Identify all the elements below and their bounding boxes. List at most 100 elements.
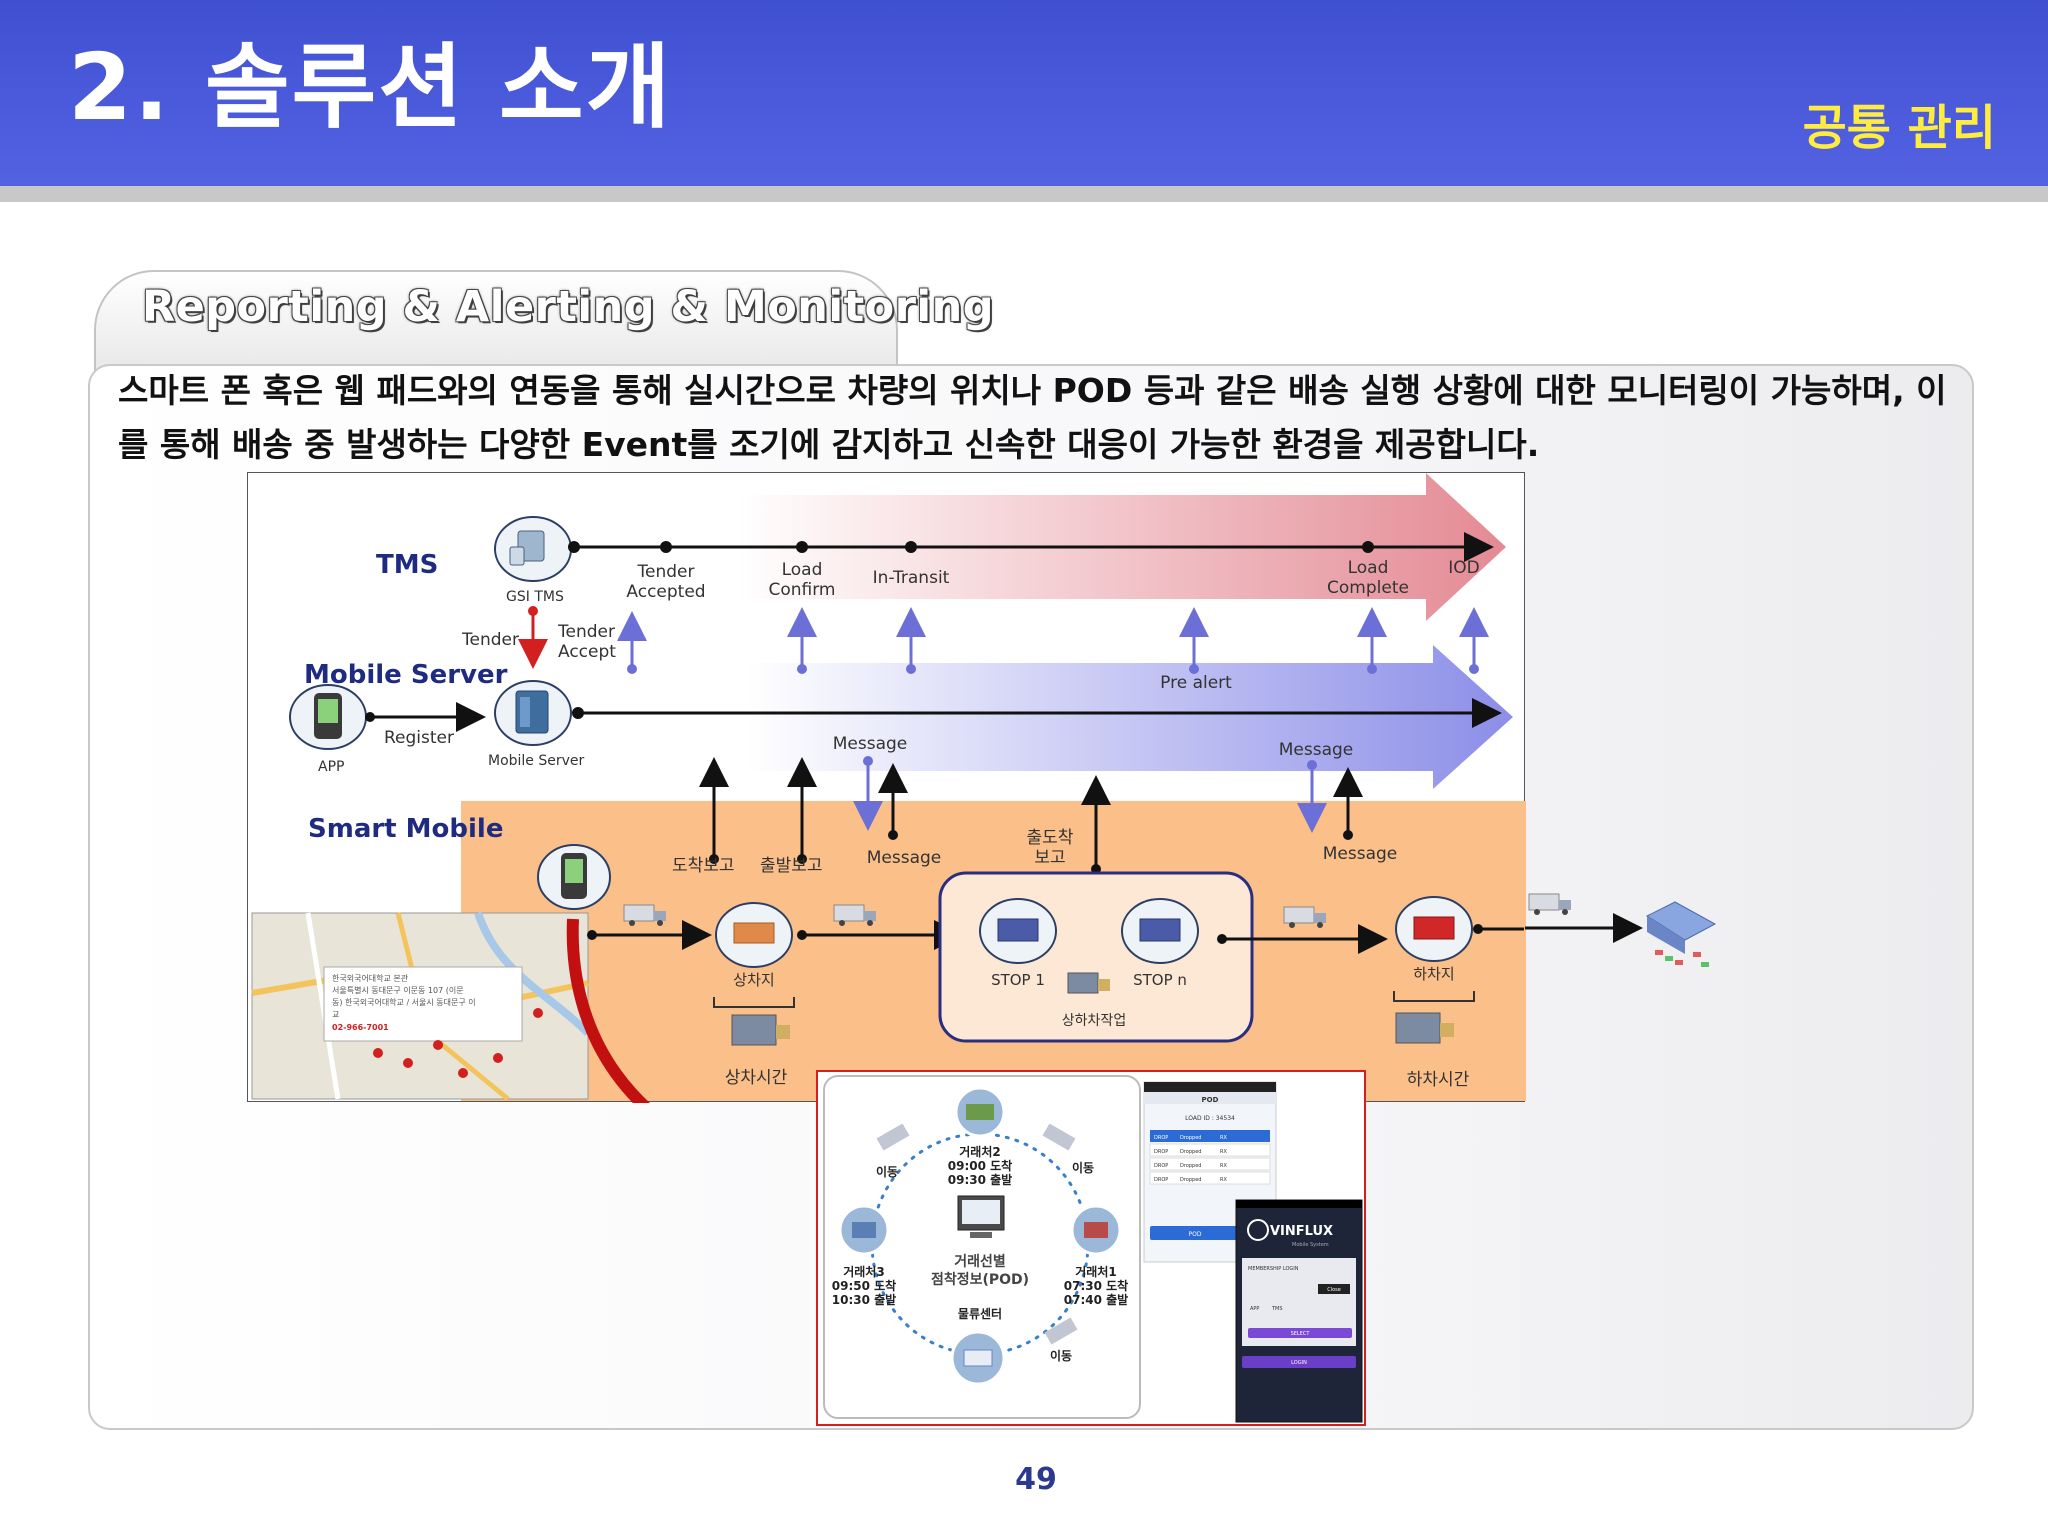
vinflux-brand-sub: Mobile System: [1292, 1242, 1329, 1248]
map-address-line-3: 동) 한국외국어대학교 / 서울시 동대문구 이: [332, 997, 476, 1007]
mobile-report-arrows: [699, 756, 1363, 874]
client1-departure: 07:40 출발: [1064, 1292, 1128, 1307]
move-truck-icon-1: [876, 1123, 910, 1151]
move-truck-icon-3: [1044, 1317, 1078, 1345]
unloading-bracket: [1393, 991, 1475, 1002]
pod-row4-type: DROP: [1154, 1177, 1168, 1183]
panel-description: 스마트 폰 혹은 웹 패드와의 연동을 통해 실시간으로 차량의 위치나 POD…: [118, 371, 1947, 464]
pod-row1-status: Dropped: [1180, 1135, 1201, 1141]
pod-row3-code: RX: [1220, 1163, 1227, 1169]
pod-monitor-icon: [957, 1195, 1005, 1238]
move-label-3: 이동: [1050, 1348, 1072, 1363]
client2-name: 거래처2: [959, 1144, 1000, 1159]
pod-center-title: 거래선별: [954, 1253, 1006, 1270]
stop-n-label: STOP n: [1133, 971, 1187, 989]
pod-row3-type: DROP: [1154, 1163, 1168, 1169]
server-message-label-2: Message: [1279, 740, 1354, 760]
tender-request-dot: [528, 606, 538, 616]
mobile-message-label-2: Message: [1323, 844, 1398, 864]
client2-arrival: 09:00 도착: [948, 1158, 1012, 1173]
pod-screen-button[interactable]: [1150, 1226, 1240, 1240]
server-timeline-start-dot: [572, 707, 584, 719]
stop-n-icon: [1121, 898, 1199, 964]
app-label: APP: [318, 759, 344, 775]
pod-detail-svg: 거래처2 09:00 도착 09:30 출발 이동 이동 거래선별 점착정보(P…: [823, 1075, 1363, 1423]
pod-center-subtitle: 점착정보(POD): [931, 1271, 1029, 1288]
map-thumbnail: 한국외국어대학교 본관 서울특별시 동대문구 이문동 107 (이문 동) 한국…: [251, 911, 591, 1101]
map-address-line-1: 한국외국어대학교 본관: [332, 973, 409, 983]
client1-name: 거래처1: [1075, 1264, 1116, 1279]
login-button-label: LOGIN: [1291, 1360, 1307, 1366]
header-divider: [0, 186, 2048, 202]
loading-warehouse-icon: [731, 1014, 790, 1046]
membership-login-label: MEMBERSHIP LOGIN: [1248, 1266, 1299, 1272]
loading-bracket: [713, 997, 795, 1008]
loading-work-label: 상하차작업: [1062, 1013, 1126, 1029]
logistics-center-icon: [950, 1330, 1006, 1386]
tms-option-label: TMS: [1271, 1306, 1283, 1312]
truck-icon-4: [1528, 893, 1571, 915]
register-dot: [365, 712, 375, 722]
stop-1-icon: [979, 898, 1057, 964]
select-button[interactable]: [1248, 1328, 1352, 1338]
truck-icon: [623, 904, 666, 926]
unloading-site-label: 하차지: [1413, 965, 1454, 983]
move-label-1: 이동: [876, 1164, 898, 1179]
client3-name: 거래처3: [843, 1264, 884, 1279]
process-diagram-svg: TMS Mobile Server Smart Mobile GSI TMS T…: [251, 473, 1761, 1199]
stop-1-label: STOP 1: [991, 971, 1045, 989]
client3-arrival: 09:50 도착: [832, 1278, 896, 1293]
login-phone-screen: VINFLUX Mobile System MEMBERSHIP LOGIN C…: [1235, 1199, 1363, 1423]
server-flow-arrow: [748, 645, 1513, 789]
arrival-report-label: 도착보고: [672, 856, 735, 876]
pod-screen-load-id: LOAD ID : 34534: [1185, 1115, 1235, 1122]
pod-row2-type: DROP: [1154, 1149, 1168, 1155]
client3-icon: [838, 1204, 890, 1256]
flow-dot-phone: [587, 930, 597, 940]
distribution-center-icon: [1645, 901, 1717, 967]
tender-accept-label-1: Tender: [557, 622, 615, 642]
mobile-message-label-1: Message: [867, 848, 942, 868]
smart-phone-icon: [537, 844, 611, 910]
mobile-server-icon: [494, 680, 572, 746]
loading-site-icon: [715, 902, 793, 968]
lane-label-smart-mobile: Smart Mobile: [308, 814, 503, 844]
register-label: Register: [384, 728, 454, 748]
client2-icon: [954, 1086, 1006, 1138]
pod-row1-code: RX: [1220, 1135, 1227, 1141]
tms-event-in-transit: In-Transit: [873, 568, 950, 588]
pod-row4-code: RX: [1220, 1177, 1227, 1183]
panel-tab: [94, 270, 898, 380]
pod-phone-screen: POD LOAD ID : 34534 DROP Dropped RX DROP…: [1143, 1081, 1277, 1263]
mobile-server-label: Mobile Server: [488, 753, 585, 769]
tender-accept-dot: [627, 664, 637, 674]
pod-row4-status: Dropped: [1180, 1177, 1201, 1183]
flow-dot-unloading: [1473, 924, 1483, 934]
page-number: 49: [1015, 1462, 1057, 1497]
in-out-report-label-2: 보고: [1034, 848, 1065, 868]
tms-dot-load-confirm: [796, 541, 808, 553]
map-address-line-4: 교: [332, 1010, 339, 1019]
tms-timeline-start-dot: [568, 541, 580, 553]
gsi-tms-label: GSI TMS: [506, 589, 564, 605]
truck-icon-2: [833, 904, 876, 926]
map-address-phone: 02-966-7001: [332, 1023, 389, 1032]
tms-event-tender-accepted-1: Tender: [637, 562, 695, 582]
app-option-label: APP: [1250, 1306, 1259, 1312]
tender-accept-label-2: Accept: [558, 642, 616, 662]
tms-event-load-complete-2: Complete: [1327, 578, 1409, 598]
map-address-line-2: 서울특별시 동대문구 이문동 107 (이문: [332, 985, 464, 995]
lane-label-mobile-server: Mobile Server: [304, 660, 508, 690]
tms-event-load-confirm-1: Load: [782, 560, 823, 580]
close-button-label: Close: [1327, 1287, 1341, 1293]
tms-event-load-confirm-2: Confirm: [768, 580, 835, 600]
tender-label: Tender: [461, 630, 519, 650]
loading-time-label: 상차시간: [725, 1068, 788, 1088]
login-button[interactable]: [1242, 1356, 1356, 1368]
unloading-site-icon: [1395, 896, 1473, 962]
pod-screen-button-label: POD: [1189, 1231, 1202, 1238]
in-out-report-label-1: 출도착: [1027, 828, 1074, 848]
departure-report-label: 출발보고: [760, 856, 823, 876]
close-button[interactable]: [1318, 1284, 1350, 1294]
unloading-warehouse-icon: [1395, 1012, 1454, 1044]
